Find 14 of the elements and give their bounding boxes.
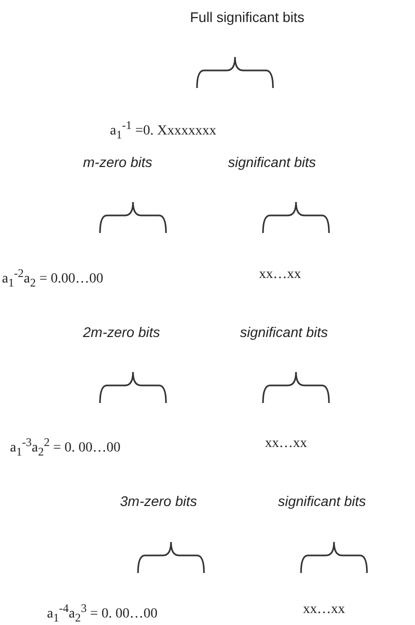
bit-group-label: 3m-zero bits bbox=[120, 493, 198, 510]
heading-label: Full significant bits bbox=[190, 9, 304, 26]
bit-group-label: significant bits bbox=[240, 324, 328, 341]
equation-text: xx…xx bbox=[265, 436, 307, 453]
equation-text: xx…xx bbox=[303, 602, 345, 619]
bit-group-label: m-zero bits bbox=[83, 154, 152, 171]
bit-group-label: significant bits bbox=[278, 493, 366, 510]
bit-group-label: 2m-zero bits bbox=[83, 324, 160, 341]
bit-group-label: significant bits bbox=[228, 154, 316, 171]
equation-text: xx…xx bbox=[259, 267, 301, 284]
equation-text: a$_{1}$$^{-4}$a$_{2}$$^{3}$ = 0. 00…00 bbox=[47, 602, 158, 625]
equation-text: a$_{1}$$^{-3}$a$_{2}$$^{2}$ = 0. 00…00 bbox=[10, 436, 121, 460]
equation-text: a$_{1}$$^{-1}$ =0. Xxxxxxxx bbox=[110, 119, 216, 142]
equation-text: a$_{1}$$^{-2}$a$_{2}$ = 0.00…00 bbox=[2, 267, 104, 290]
